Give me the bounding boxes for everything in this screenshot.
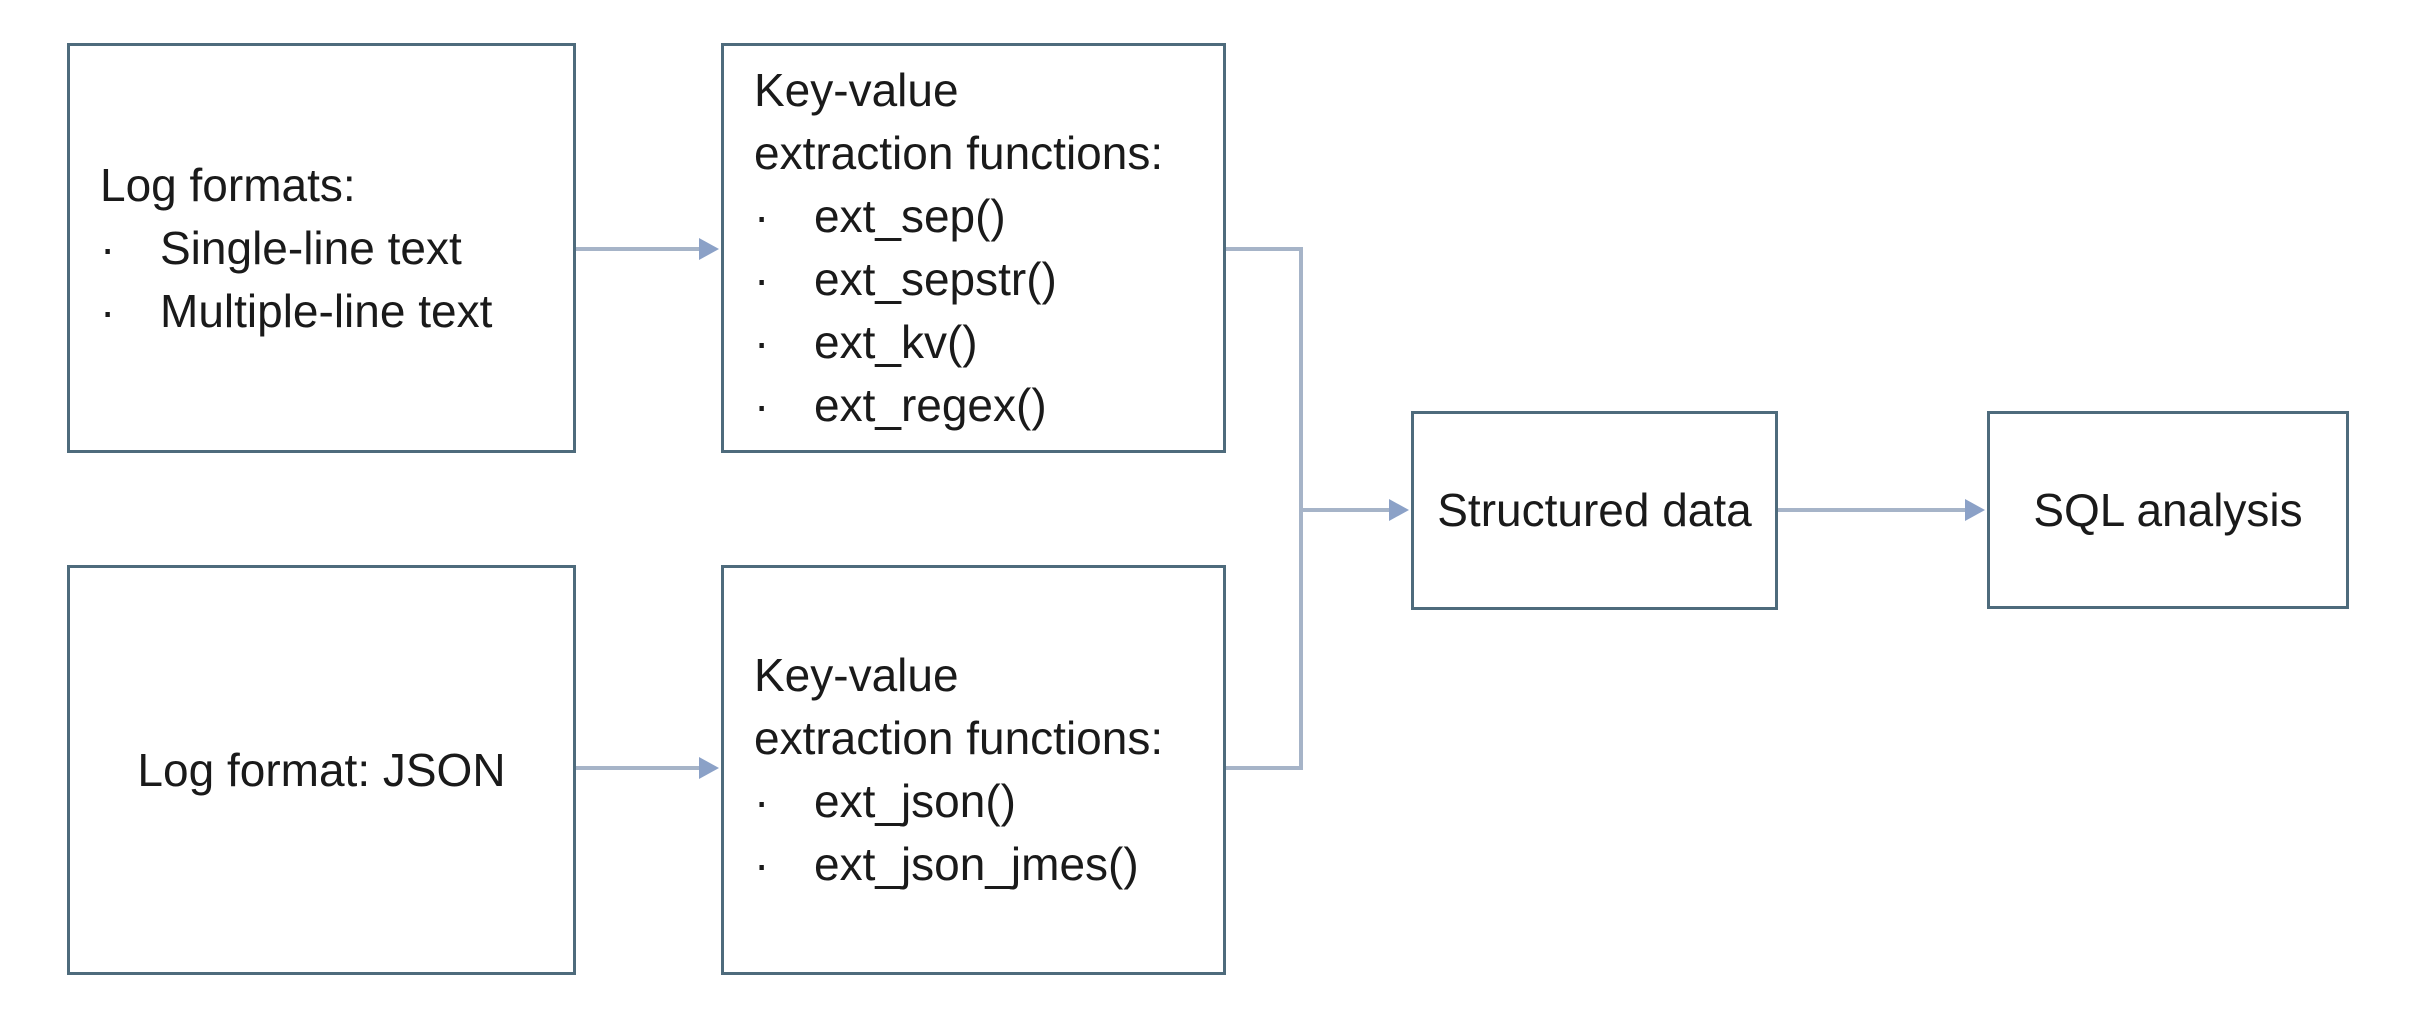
bullet-text: Single-line text: [160, 221, 462, 274]
node-structured-data: Structured data: [1411, 411, 1778, 610]
kv-extraction-json-bullet-list: · ext_json() · ext_json_jmes(): [754, 770, 1139, 896]
node-log-formats-title: Log formats:: [100, 158, 356, 211]
node-sql-analysis: SQL analysis: [1987, 411, 2349, 609]
arrowhead-icon: [1965, 499, 1985, 521]
node-kv-extraction-text: Key-value extraction functions: · ext_se…: [721, 43, 1226, 453]
bullet-icon: ·: [754, 316, 770, 368]
bullet-text: ext_sepstr(): [814, 253, 1057, 305]
arrow-log-formats-to-kv-text: [576, 247, 701, 251]
list-item: · ext_json(): [754, 770, 1139, 833]
arrow-log-json-to-kv-json: [576, 766, 701, 770]
node-kv-extraction-json: Key-value extraction functions: · ext_js…: [721, 565, 1226, 975]
log-formats-bullet-list: · Single-line text · Multiple-line text: [100, 217, 492, 343]
node-structured-data-label: Structured data: [1437, 484, 1752, 536]
list-item: · ext_json_jmes(): [754, 833, 1139, 896]
bullet-icon: ·: [754, 379, 770, 431]
bullet-text: ext_json_jmes(): [814, 838, 1139, 890]
list-item: · ext_kv(): [754, 311, 1057, 374]
node-log-format-json: Log format: JSON: [67, 565, 576, 975]
arrowhead-icon: [699, 757, 719, 779]
connector-kv-json-stub: [1226, 766, 1303, 770]
list-item: · Single-line text: [100, 217, 492, 280]
arrowhead-icon: [1389, 499, 1409, 521]
bullet-icon: ·: [754, 775, 770, 827]
bullet-icon: ·: [754, 190, 770, 242]
bullet-text: ext_kv(): [814, 316, 978, 368]
bullet-icon: ·: [754, 838, 770, 890]
arrow-structured-data-to-sql-analysis: [1778, 508, 1967, 512]
bullet-icon: ·: [100, 284, 116, 337]
node-kv-extraction-json-title-line1: Key-value: [754, 649, 959, 701]
bullet-text: ext_sep(): [814, 190, 1006, 242]
bullet-text: ext_json(): [814, 775, 1016, 827]
bullet-icon: ·: [100, 221, 116, 274]
list-item: · ext_regex(): [754, 374, 1057, 437]
arrowhead-icon: [699, 238, 719, 260]
node-kv-extraction-text-title-line1: Key-value: [754, 64, 959, 116]
node-log-formats: Log formats: · Single-line text · Multip…: [67, 43, 576, 453]
bullet-text: ext_regex(): [814, 379, 1047, 431]
connector-kv-text-stub: [1226, 247, 1303, 251]
node-kv-extraction-json-title-line2: extraction functions:: [754, 712, 1164, 764]
node-kv-extraction-text-title-line2: extraction functions:: [754, 127, 1164, 179]
list-item: · ext_sepstr(): [754, 248, 1057, 311]
list-item: · Multiple-line text: [100, 280, 492, 343]
arrow-merge-to-structured-data: [1301, 508, 1391, 512]
list-item: · ext_sep(): [754, 185, 1057, 248]
node-log-format-json-label: Log format: JSON: [137, 743, 506, 796]
bullet-text: Multiple-line text: [160, 284, 493, 337]
bullet-icon: ·: [754, 253, 770, 305]
node-sql-analysis-label: SQL analysis: [2033, 483, 2303, 536]
kv-extraction-text-bullet-list: · ext_sep() · ext_sepstr() · ext_kv() · …: [754, 185, 1057, 437]
